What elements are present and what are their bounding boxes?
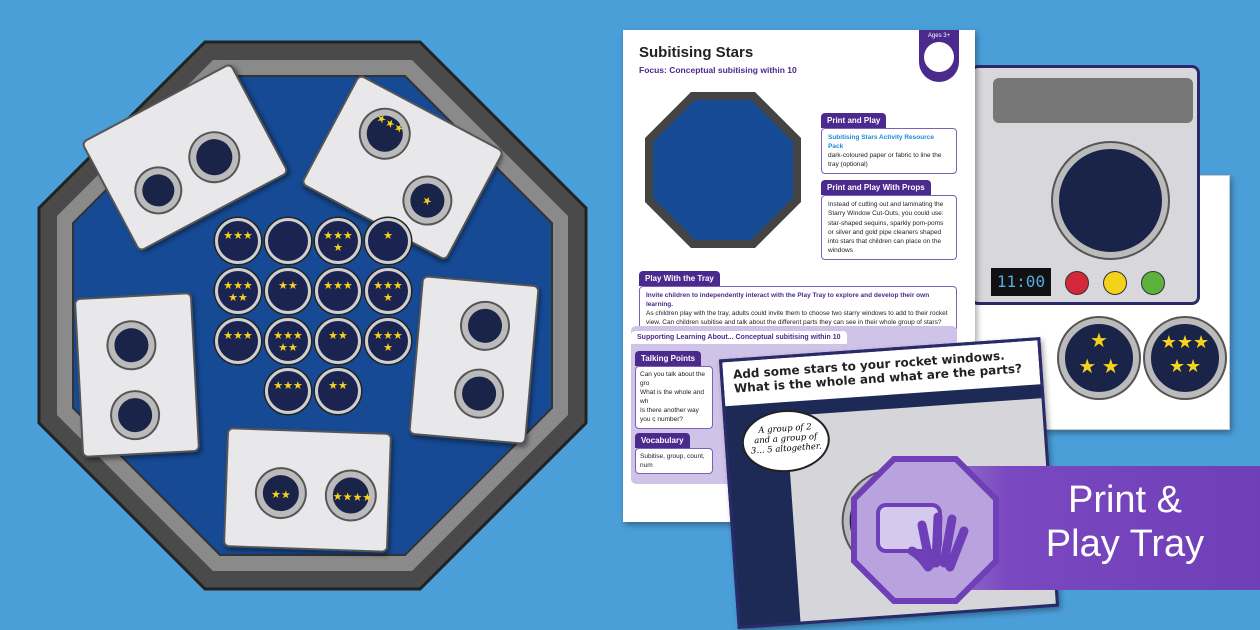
star-disc[interactable]: ★★ <box>265 268 311 314</box>
banner-line-2: Play Tray <box>1045 523 1205 565</box>
control-panel-card[interactable] <box>73 292 201 458</box>
star-disc[interactable]: ★★ <box>315 368 361 414</box>
list-item: What is the whole and wh <box>640 389 704 406</box>
supporting-heading: Supporting Learning About... Conceptual … <box>631 331 847 344</box>
list-item: dark-coloured paper or fabric to line th… <box>828 152 942 169</box>
star-disc[interactable]: ★★★★★ <box>265 318 311 364</box>
paragraph: Invite children to independently interac… <box>646 292 930 309</box>
print-and-play-logo-icon <box>851 456 999 604</box>
age-label: Ages 3+ <box>927 33 951 39</box>
print-and-play-heading: Print and Play <box>821 113 887 128</box>
paragraph: As children play with the tray, adults c… <box>646 310 948 327</box>
control-panel-card[interactable]: ★★ ★★★★ <box>222 427 393 553</box>
document-title: Subitising Stars <box>639 44 754 61</box>
star-disc[interactable]: ★★★★ <box>365 268 411 314</box>
star-disc[interactable]: ★★★ <box>265 368 311 414</box>
list-item: Can you talk about the gro <box>640 371 706 388</box>
star-disc[interactable]: ★★★★★ <box>215 268 261 314</box>
props-intro: Instead of cutting out and laminating th… <box>828 201 944 218</box>
star-disc[interactable]: ★★★ <box>215 318 261 364</box>
star-disc[interactable]: ★★ <box>315 318 361 364</box>
control-panel-card[interactable] <box>408 275 540 445</box>
age-badge: Ages 3+ <box>919 30 959 82</box>
star-disc[interactable]: ★ <box>365 218 411 264</box>
digital-display: 11:00 <box>991 268 1051 296</box>
vocabulary-heading: Vocabulary <box>635 432 690 448</box>
star-disc[interactable]: ★★★★ <box>315 218 361 264</box>
play-with-tray-heading: Play With the Tray <box>639 271 720 286</box>
list-item: Is there another way you c number? <box>640 407 699 424</box>
list-item: star-shaped sequins, sparkly pom-poms or… <box>828 219 944 254</box>
document-focus: Focus: Conceptual subitising within 10 <box>639 65 797 75</box>
control-panel-sheet: 11:00 <box>970 65 1200 305</box>
star-disc[interactable] <box>265 218 311 264</box>
resource-pack-link[interactable]: Subitising Stars Activity Resource Pack <box>828 134 934 151</box>
props-heading: Print and Play With Props <box>821 180 931 196</box>
tray-thumbnail <box>645 92 801 248</box>
banner-line-1: Print & <box>1067 479 1183 521</box>
vocabulary-text: Subitise, group, count, num <box>635 447 713 474</box>
star-disc[interactable]: ★★★ <box>315 268 361 314</box>
star-disc[interactable]: ★★★ <box>215 218 261 264</box>
talking-points-heading: Talking Points <box>635 351 702 366</box>
star-disc[interactable]: ★★★★ <box>365 318 411 364</box>
